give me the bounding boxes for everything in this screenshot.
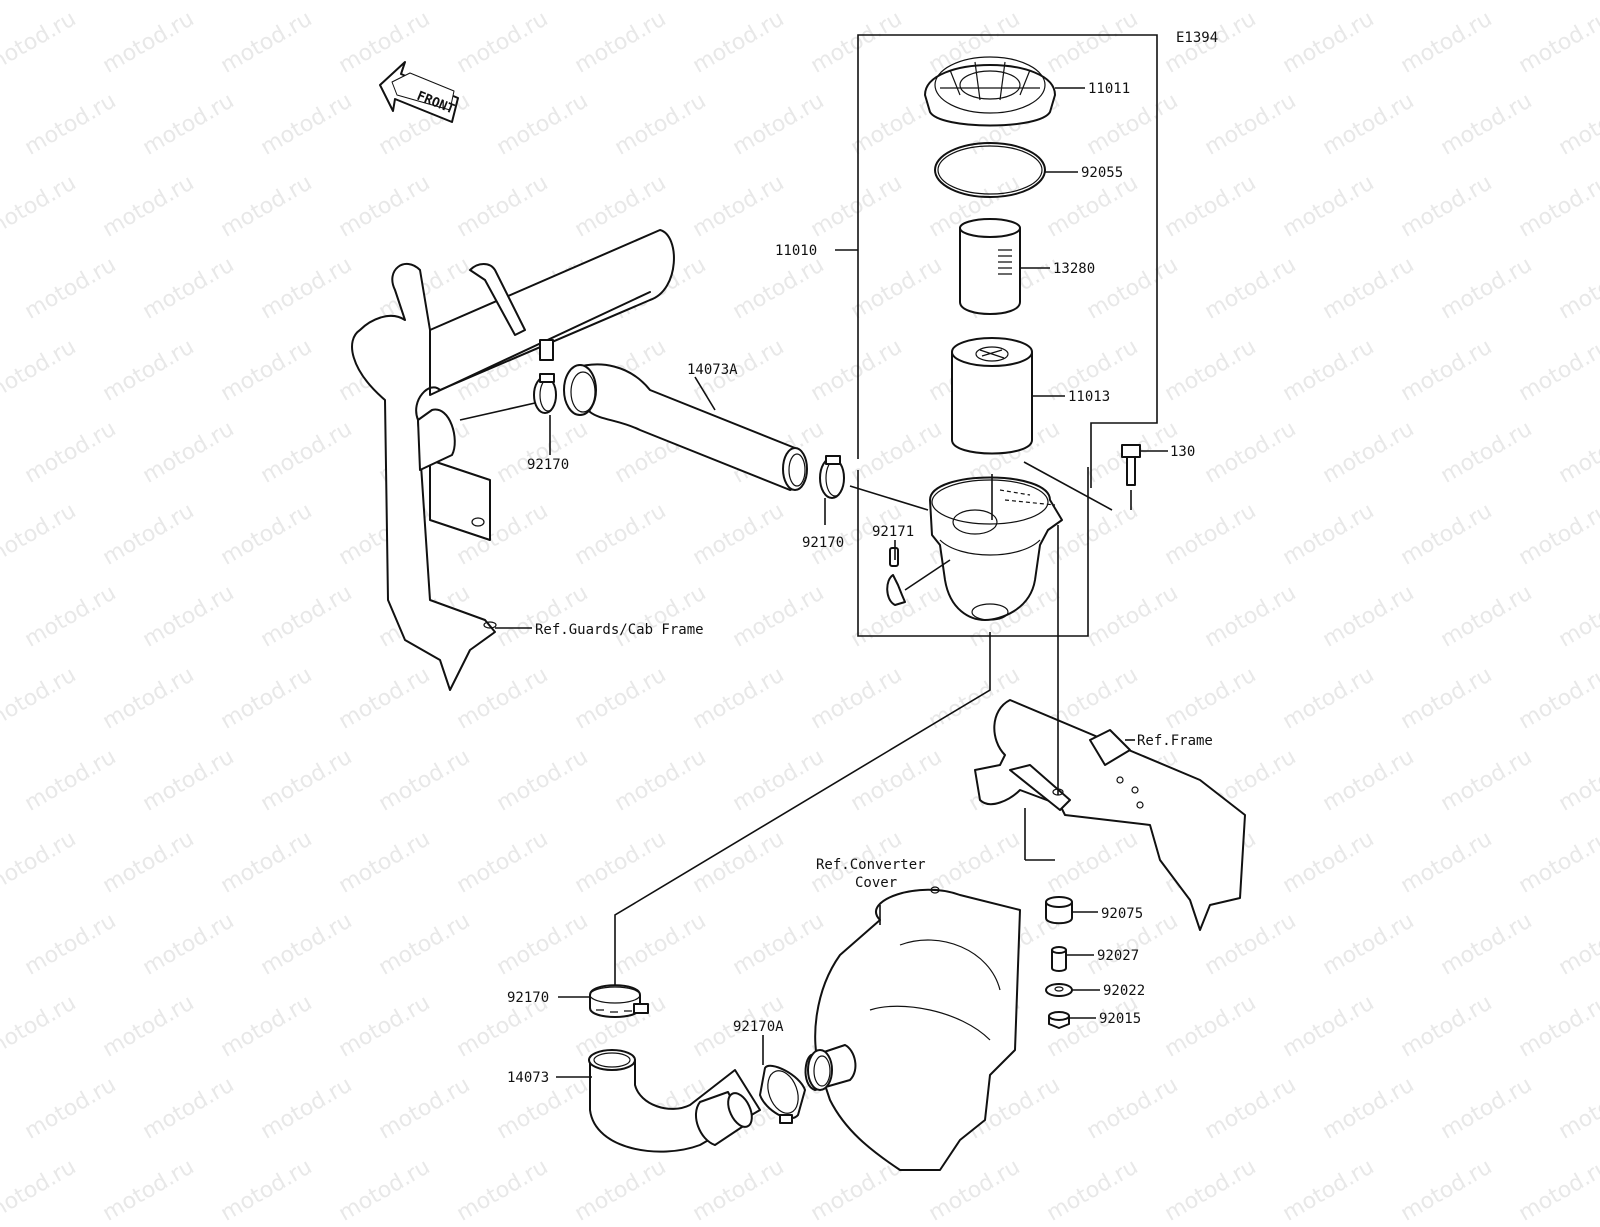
- diagram-code: E1394: [1176, 30, 1218, 46]
- part-92170-clamp-left: [533, 373, 557, 414]
- diagram-canvas: FRONT E1394: [351, 30, 1246, 1171]
- part-13280-sleeve: [959, 218, 1021, 315]
- part-92075-grommet: [1045, 896, 1073, 925]
- label-92075: 92075: [1101, 906, 1143, 922]
- frame-drawing: [974, 699, 1246, 931]
- air-cleaner-housing: [929, 476, 1063, 621]
- leader-92170-lower: [614, 632, 991, 990]
- label-14073A: 14073A: [687, 362, 738, 378]
- label-13280: 13280: [1053, 261, 1095, 277]
- part-14073A-duct: [563, 363, 808, 491]
- assembly-bracket-line: [857, 34, 1158, 488]
- label-92170-left: 92170: [527, 457, 569, 473]
- label-92055: 92055: [1081, 165, 1123, 181]
- label-ref-frame: Ref.Frame: [1137, 733, 1213, 749]
- part-92055-oring: [934, 142, 1046, 198]
- part-130-bolt: [1121, 444, 1141, 486]
- label-92170A: 92170A: [733, 1019, 784, 1035]
- label-ref-converter: Ref.Converter: [816, 857, 926, 873]
- part-14073-duct: [588, 1049, 761, 1153]
- label-92170-lower: 92170: [507, 990, 549, 1006]
- label-92170-mid: 92170: [802, 535, 844, 551]
- part-92171-clamp: [886, 547, 906, 606]
- label-14073: 14073: [507, 1070, 549, 1086]
- label-11010: 11010: [775, 243, 817, 259]
- cab-frame-drawing: [351, 229, 675, 691]
- label-ref-guards: Ref.Guards/Cab Frame: [535, 622, 704, 638]
- label-ref-converter-cover: Cover: [855, 875, 897, 891]
- label-92015: 92015: [1099, 1011, 1141, 1027]
- assembly-bracket-bottom: [857, 467, 1089, 637]
- part-92170-clamp-lower: [589, 984, 649, 1018]
- label-11011: 11011: [1088, 81, 1130, 97]
- part-11011-cover: [924, 56, 1056, 127]
- label-92027: 92027: [1097, 948, 1139, 964]
- part-92170-clamp-mid: [819, 455, 845, 499]
- part-92015-nut: [1048, 1011, 1070, 1029]
- label-92171: 92171: [872, 524, 914, 540]
- front-arrow-icon: FRONT: [379, 61, 459, 123]
- part-92022-washer: [1045, 983, 1073, 997]
- label-11013: 11013: [1068, 389, 1110, 405]
- label-130: 130: [1170, 444, 1195, 460]
- converter-cover-drawing: [804, 886, 1021, 1171]
- part-92027-collar: [1051, 946, 1067, 972]
- part-92170A-clamp: [759, 1064, 806, 1124]
- label-92022: 92022: [1103, 983, 1145, 999]
- part-11013-element: [951, 337, 1033, 455]
